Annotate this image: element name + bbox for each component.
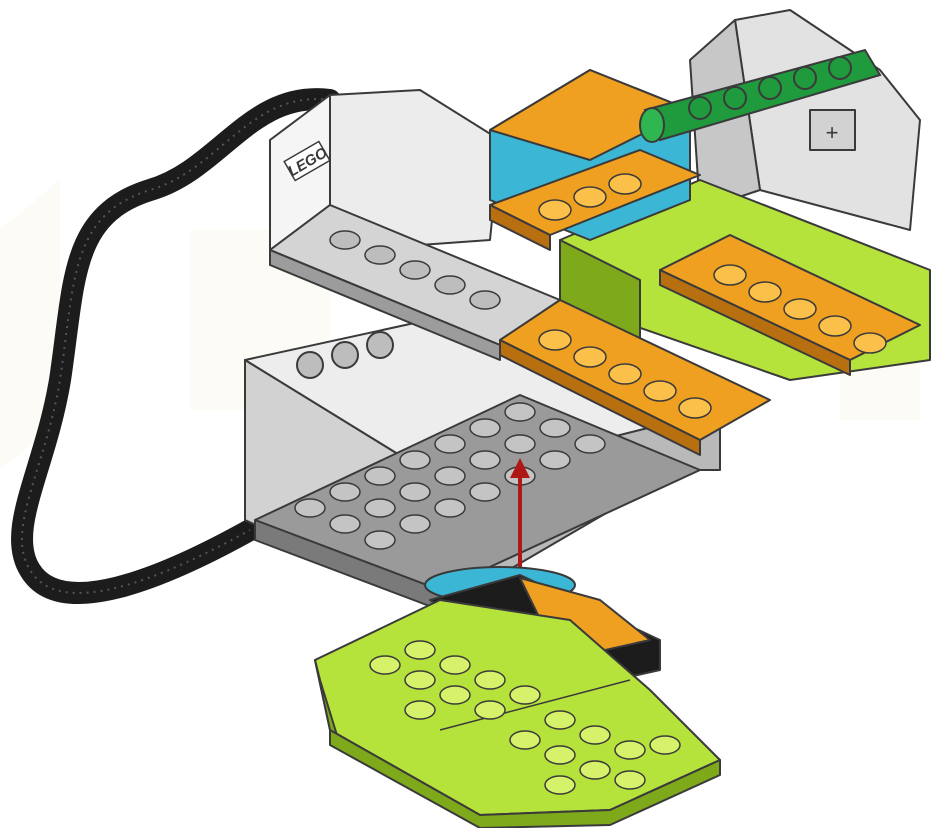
new-part-wedge-plate [315, 600, 720, 828]
svg-text:+: + [826, 120, 839, 145]
